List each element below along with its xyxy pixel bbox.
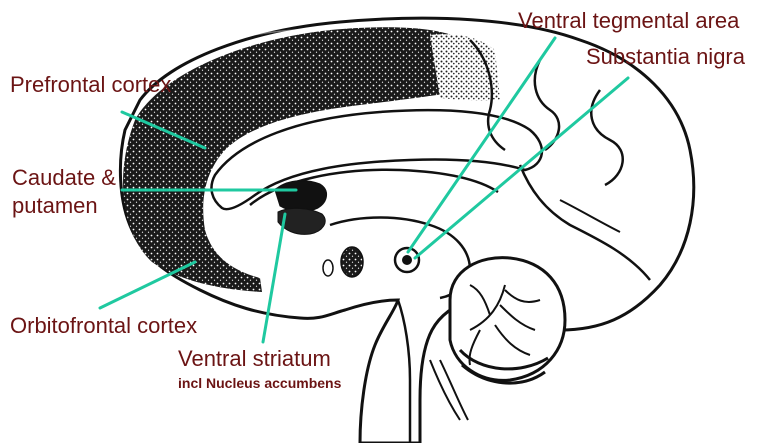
label-orbitofrontal-cortex: Orbitofrontal cortex (10, 315, 197, 337)
label-nucleus-accumbens: incl Nucleus accumbens (178, 376, 341, 390)
cerebellum-outline (450, 258, 565, 381)
label-substantia-nigra: Substantia nigra (586, 46, 745, 68)
label-ventral-tegmental-area: Ventral tegmental area (518, 10, 739, 32)
spinal-tract-lines (430, 360, 468, 420)
small-nucleus (323, 260, 333, 276)
hypothalamic-nucleus (341, 247, 363, 277)
vta-sn-center (402, 255, 412, 265)
caudate-putamen-shape (275, 181, 327, 212)
label-caudate-line2: putamen (12, 195, 98, 217)
pointer-orbitofrontal (100, 262, 195, 308)
label-ventral-striatum: Ventral striatum (178, 348, 331, 370)
label-caudate-line1: Caudate & (12, 167, 116, 189)
label-prefrontal-cortex: Prefrontal cortex (10, 74, 171, 96)
